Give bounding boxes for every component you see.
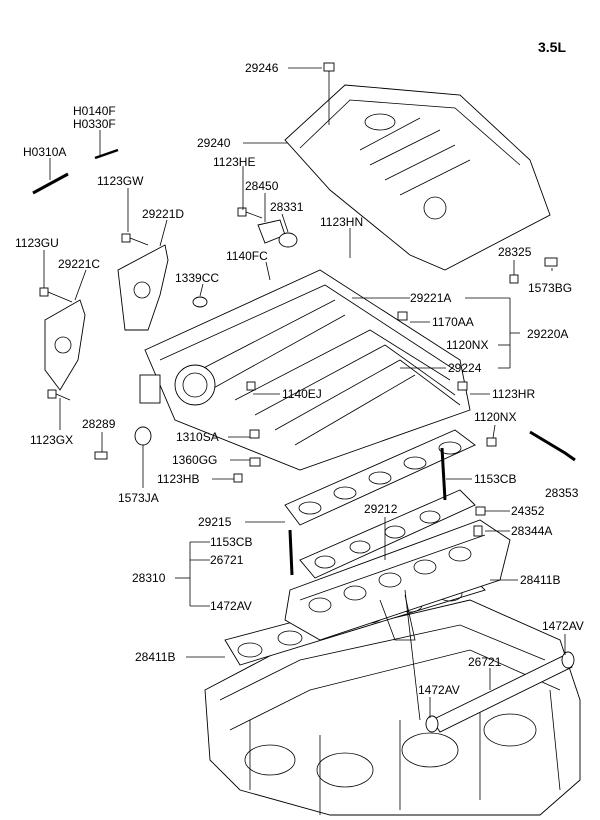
part-label-1170aa: 1170AA (432, 315, 474, 329)
part-label-1472av-left: 1472AV (210, 599, 252, 613)
part-label-1153cb-left: 1153CB (210, 535, 252, 549)
part-label-28353: 28353 (545, 486, 579, 500)
engine-displacement-label: 3.5L (538, 39, 566, 55)
part-label-28325: 28325 (498, 245, 532, 259)
part-label-29220a: 29220A (527, 327, 568, 341)
small-parts-drawing (32, 62, 576, 733)
part-label-1472av-right: 1472AV (542, 619, 584, 633)
part-label-28344a: 28344A (511, 524, 552, 538)
part-label-24352: 24352 (511, 504, 545, 518)
upper-gasket-drawing (284, 429, 476, 579)
part-label-1120nx-lower: 1120NX (474, 410, 516, 424)
part-label-29215: 29215 (198, 515, 232, 529)
part-label-1339cc: 1339CC (175, 271, 219, 285)
part-label-1120nx-upper: 1120NX (446, 338, 488, 352)
part-label-h0140f: H0140F (73, 104, 116, 118)
part-label-1310sa: 1310SA (176, 430, 219, 444)
part-label-28289: 28289 (82, 417, 116, 431)
part-label-1123hb: 1123HB (157, 472, 199, 486)
part-label-1123gw: 1123GW (97, 174, 144, 188)
leader-lines (43, 67, 566, 718)
part-label-1573bg: 1573BG (528, 281, 572, 295)
part-label-29240: 29240 (197, 136, 231, 150)
part-label-1573ja: 1573JA (118, 491, 159, 505)
part-label-1123gu: 1123GU (15, 236, 59, 250)
part-label-h0330f: H0330F (73, 117, 116, 131)
part-label-29221a: 29221A (410, 291, 451, 305)
part-label-1123gx: 1123GX (30, 433, 73, 447)
part-label-26721-lower: 26721 (468, 655, 502, 669)
part-label-26721-upper: 26721 (210, 553, 244, 567)
engine-block-drawing (204, 599, 581, 816)
part-label-29224: 29224 (448, 361, 482, 375)
part-label-1472av-bottom: 1472AV (418, 683, 460, 697)
part-label-29221c: 29221C (58, 257, 100, 271)
engine-cover-drawing (284, 84, 551, 271)
part-label-1140ej: 1140EJ (282, 387, 322, 401)
part-label-1123hr: 1123HR (492, 387, 535, 401)
part-label-28331: 28331 (270, 200, 304, 214)
part-label-1153cb-right: 1153CB (474, 472, 516, 486)
part-label-1123hn: 1123HN (320, 215, 363, 229)
part-label-28411b-left: 28411B (135, 650, 175, 664)
part-label-28310: 28310 (132, 571, 166, 585)
upper-intake-manifold-drawing (139, 269, 471, 471)
part-label-28450: 28450 (245, 179, 279, 193)
part-label-1123he: 1123HE (213, 155, 255, 169)
part-label-28411b-right: 28411B (520, 573, 560, 587)
part-label-29246: 29246 (245, 61, 279, 75)
part-label-1360gg: 1360GG (172, 453, 217, 467)
part-label-29221d: 29221D (142, 207, 184, 221)
part-label-h0310a: H0310A (23, 145, 66, 159)
part-label-1140fc: 1140FC (226, 249, 268, 263)
part-label-29212: 29212 (364, 502, 398, 516)
